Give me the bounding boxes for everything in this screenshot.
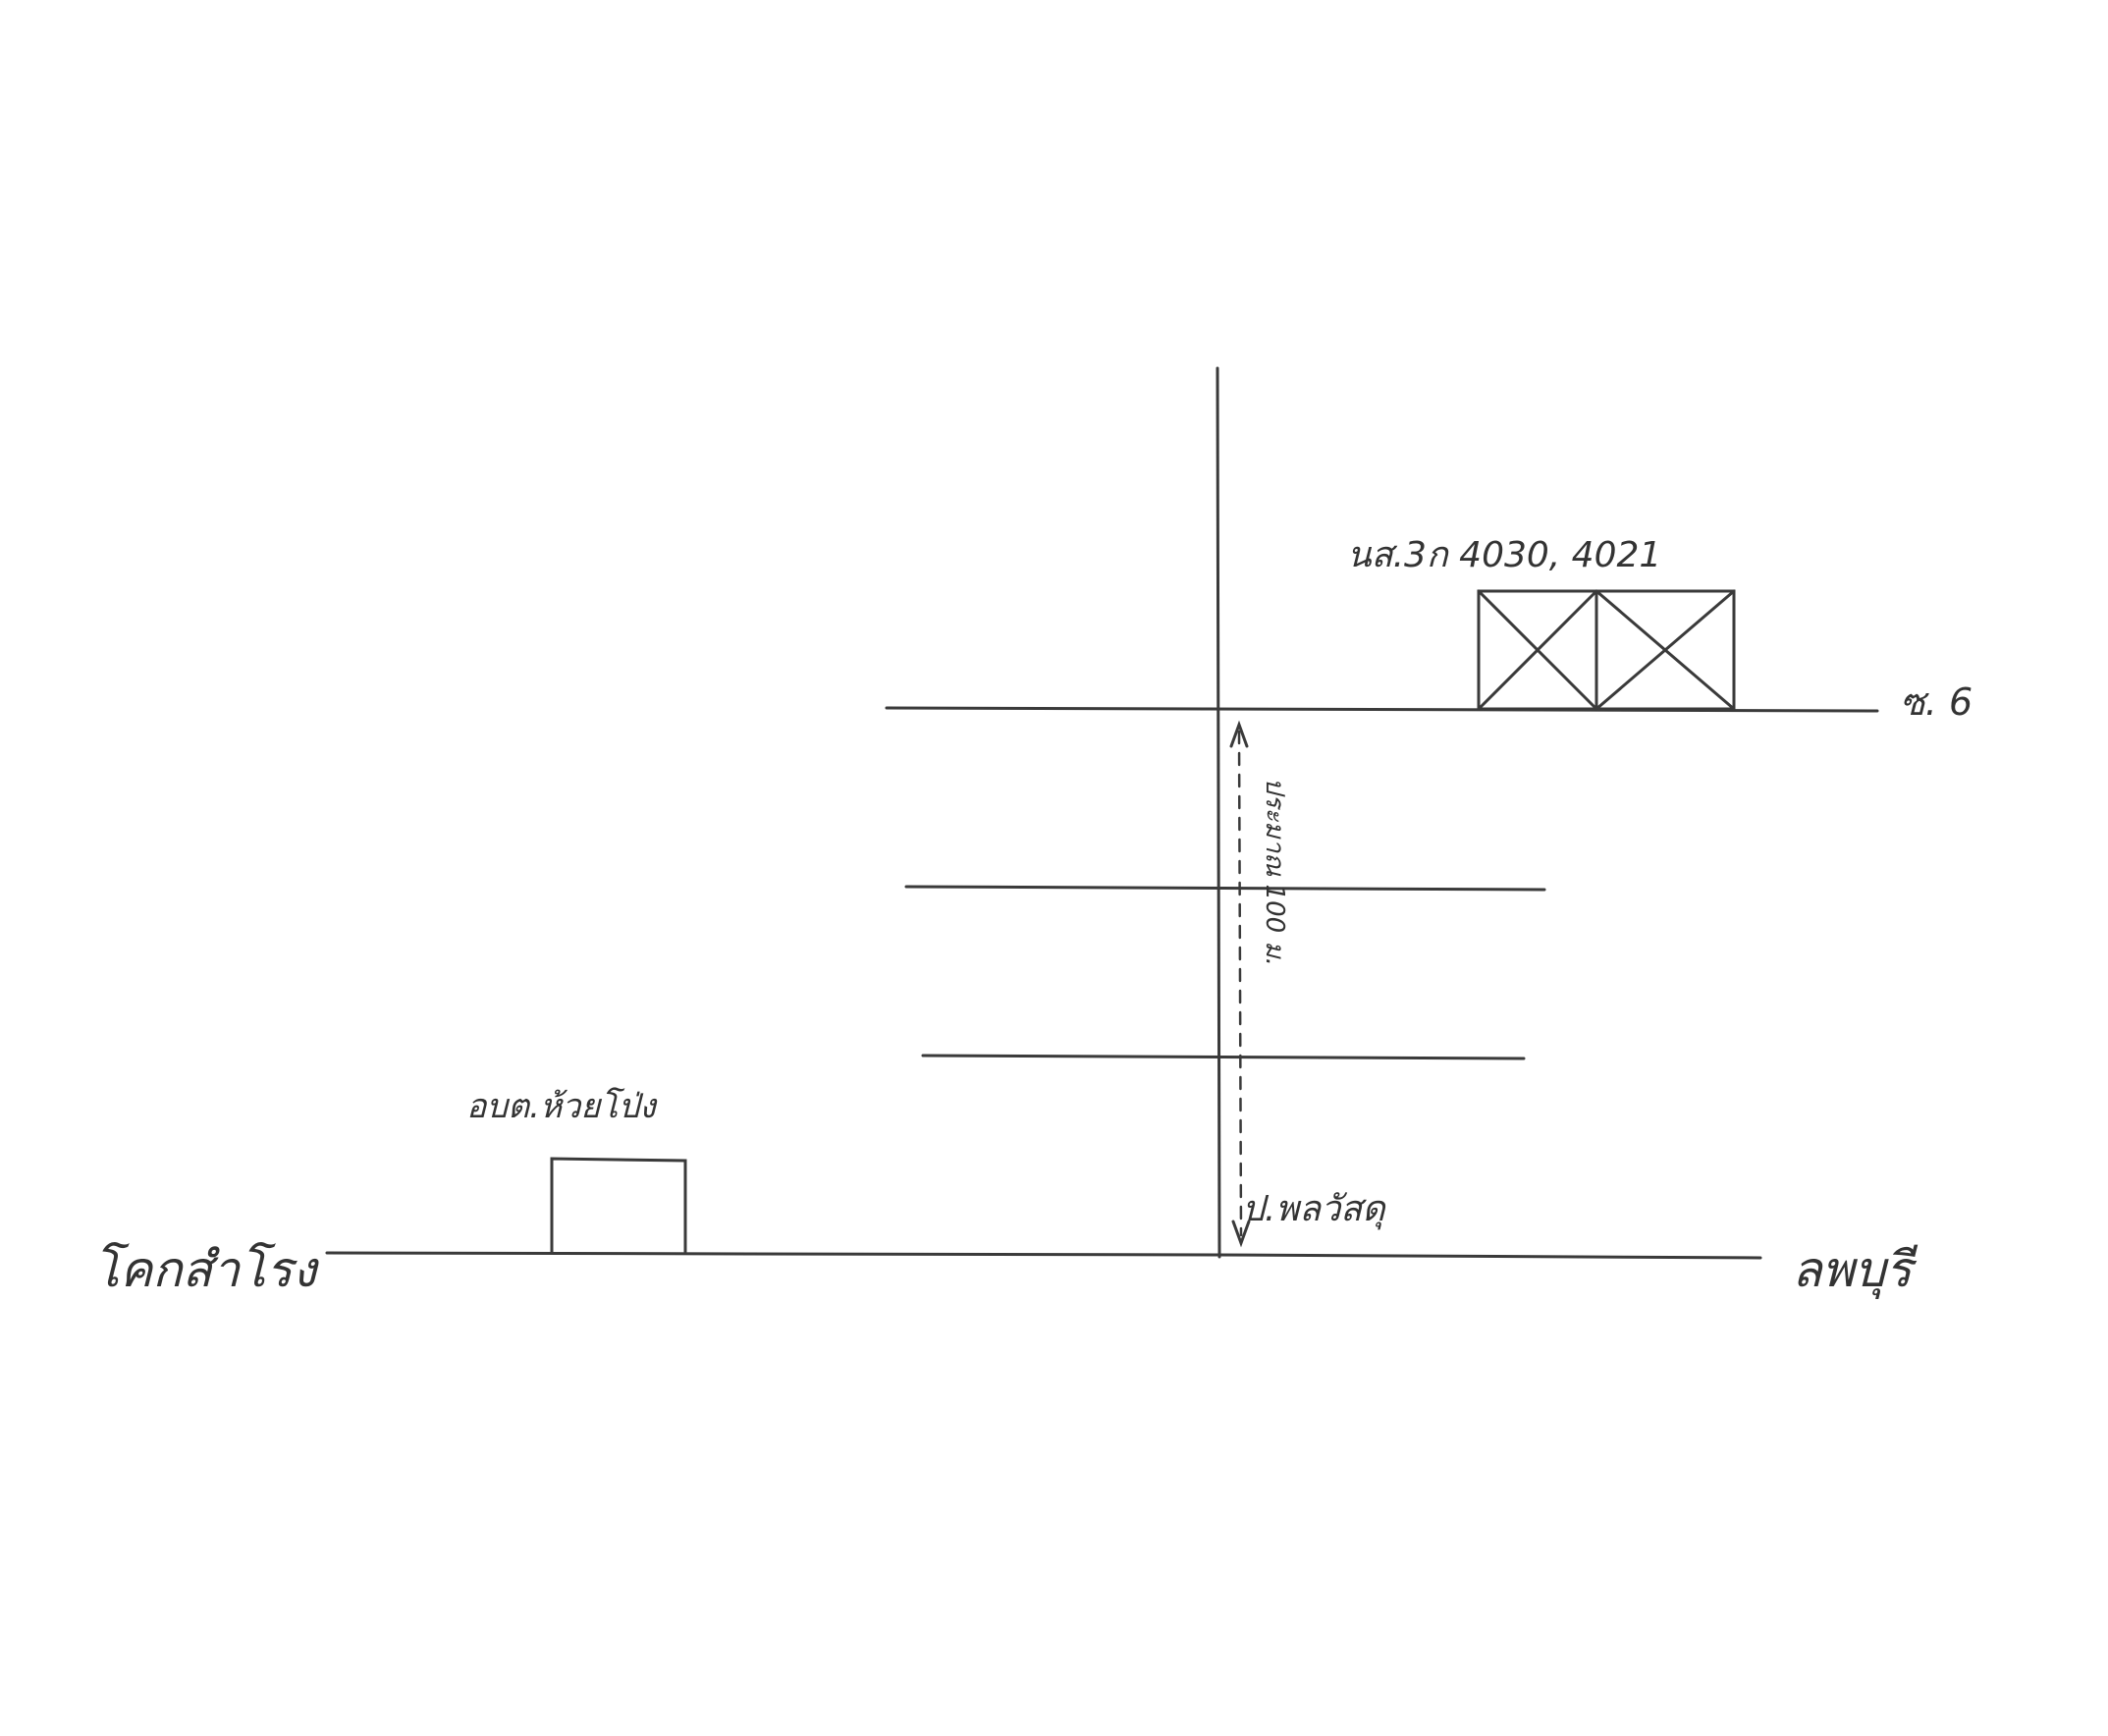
arrow-up-icon — [1229, 720, 1249, 748]
junction-label: ป.พลวัสดุ — [1242, 1189, 1386, 1230]
branch-road-line-2 — [921, 1054, 1526, 1060]
tao-office-building-icon — [550, 1157, 687, 1254]
left-destination-label: โคกสำโรง — [93, 1241, 320, 1298]
distance-arrow — [1229, 720, 1251, 1248]
side-road-line — [1216, 366, 1221, 1259]
main-road-line — [325, 1251, 1762, 1260]
right-destination-label: ลพบุรี — [1792, 1241, 1919, 1300]
tao-office-label: อบต.ห้วยโป่ง — [466, 1087, 658, 1126]
branch-road-line-1 — [904, 885, 1546, 892]
distance-label: ประมาณ 100 ม. — [1260, 778, 1289, 966]
deed-numbers-label: นส.3ก 4030, 4021 — [1347, 535, 1661, 575]
land-parcel-icon — [1477, 589, 1736, 711]
soi-label: ซ. 6 — [1900, 680, 1973, 724]
arrow-down-icon — [1231, 1220, 1251, 1248]
